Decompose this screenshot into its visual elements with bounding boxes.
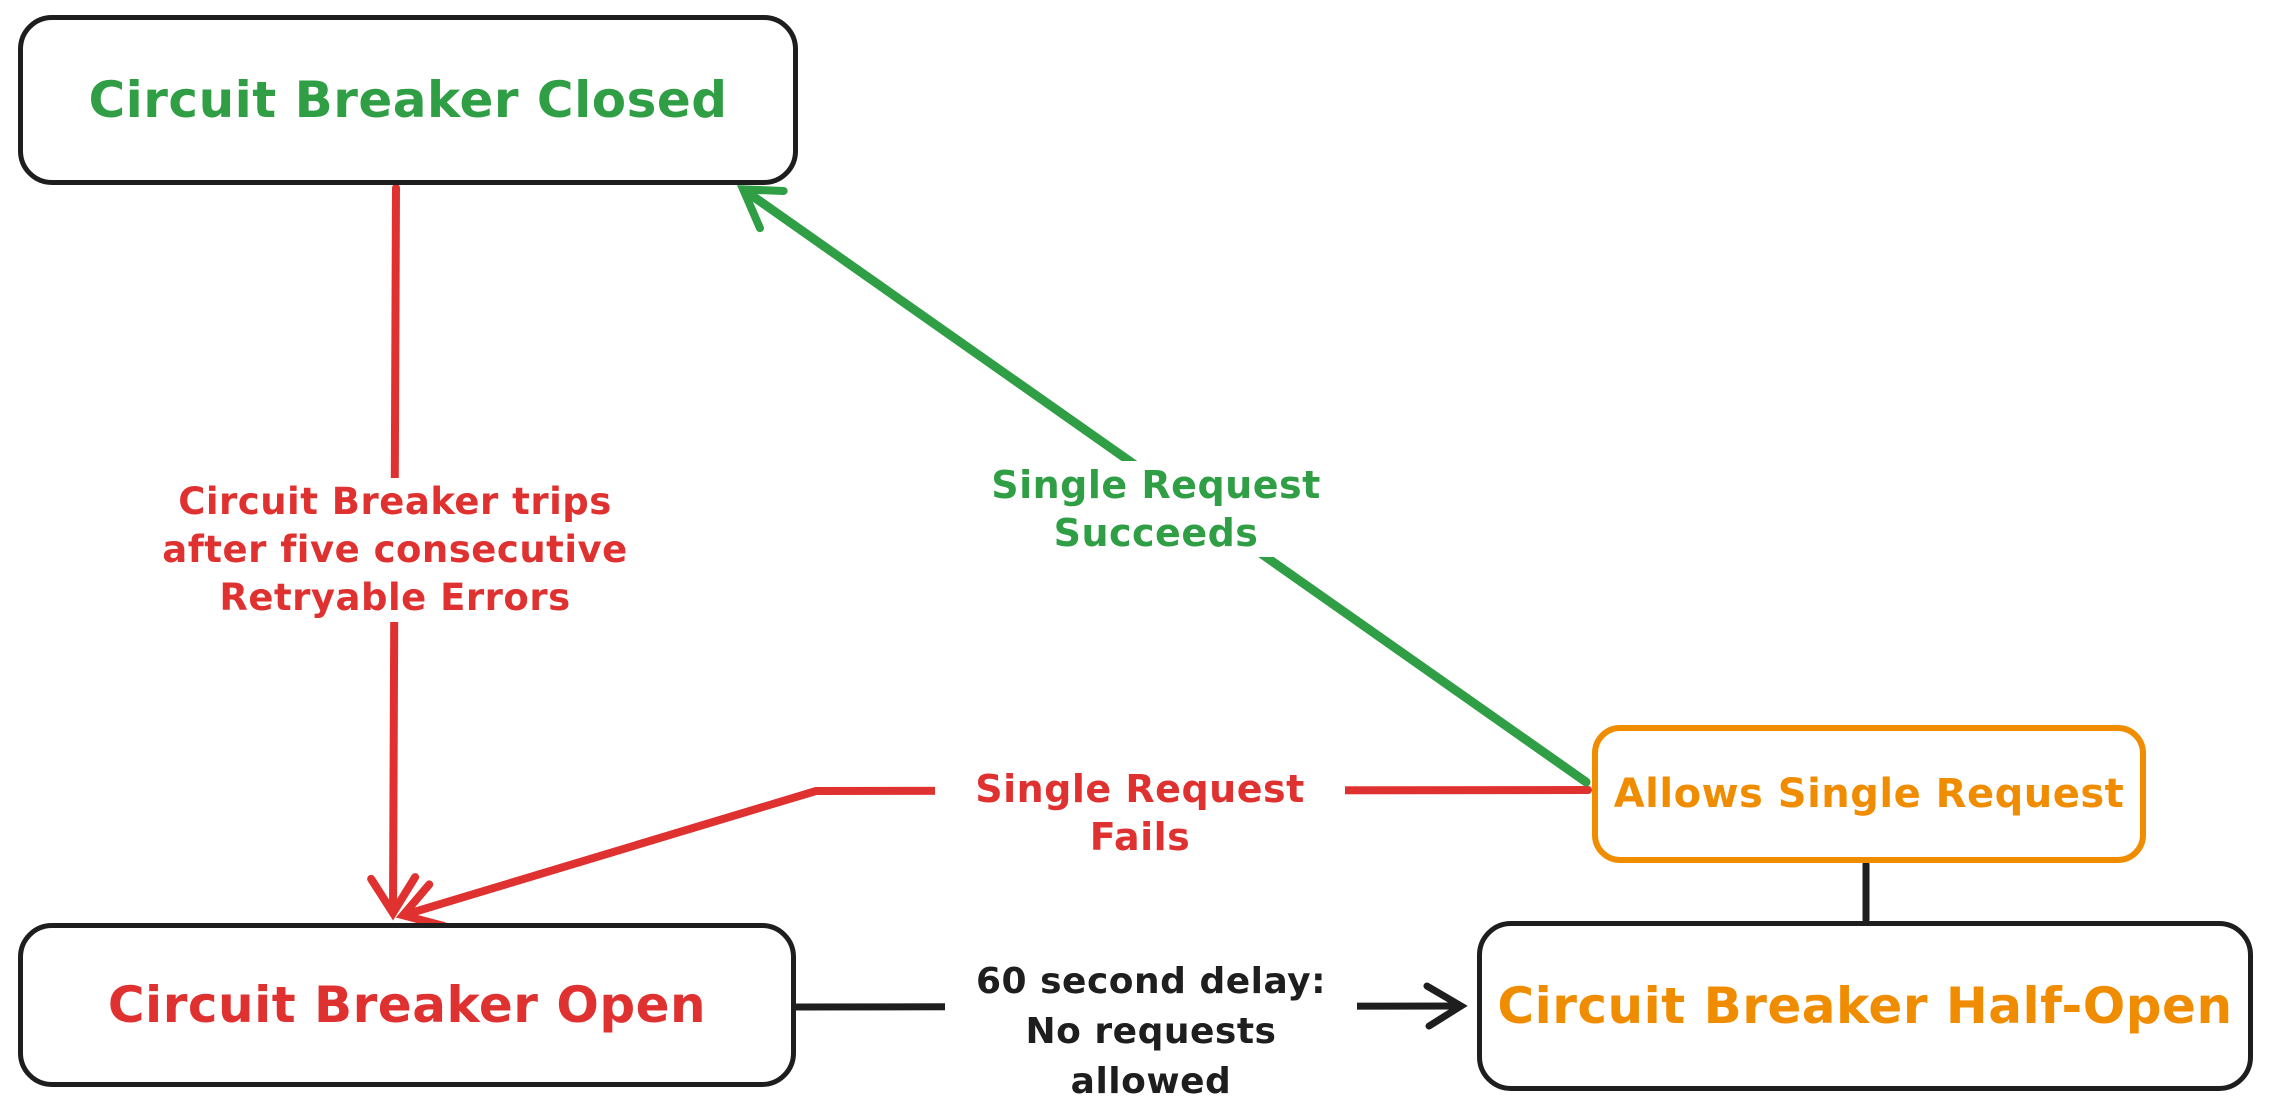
edge-label-fails: Single Request Fails — [935, 765, 1345, 861]
node-circuit-breaker-half-open: Circuit Breaker Half-Open — [1477, 921, 2253, 1091]
edge-label-delay-line1: 60 second delay: — [975, 961, 1327, 1002]
node-allows-single-request: Allows Single Request — [1592, 725, 2146, 863]
edge-label-trip-line3: Retryable Errors — [219, 576, 571, 619]
node-circuit-breaker-open-label: Circuit Breaker Open — [107, 976, 707, 1034]
edge-label-succeeds-text: Single Request Succeeds — [991, 463, 1321, 555]
edge-label-trip-line1: Circuit Breaker trips — [178, 480, 612, 523]
node-circuit-breaker-closed: Circuit Breaker Closed — [18, 15, 798, 185]
edge-label-delay: 60 second delay: No requests allowed — [945, 957, 1357, 1107]
edge-label-trip: Circuit Breaker trips after five consecu… — [150, 478, 640, 622]
edge-label-succeeds: Single Request Succeeds — [901, 461, 1411, 557]
edge-label-trip-line2: after five consecutive — [162, 528, 628, 571]
edge-label-delay-line2: No requests allowed — [1025, 1011, 1277, 1102]
node-allows-single-request-label: Allows Single Request — [1613, 771, 2125, 817]
node-circuit-breaker-half-open-label: Circuit Breaker Half-Open — [1497, 977, 2233, 1035]
edge-label-fails-text: Single Request Fails — [975, 767, 1305, 859]
node-circuit-breaker-closed-label: Circuit Breaker Closed — [88, 71, 728, 129]
node-circuit-breaker-open: Circuit Breaker Open — [18, 923, 796, 1087]
